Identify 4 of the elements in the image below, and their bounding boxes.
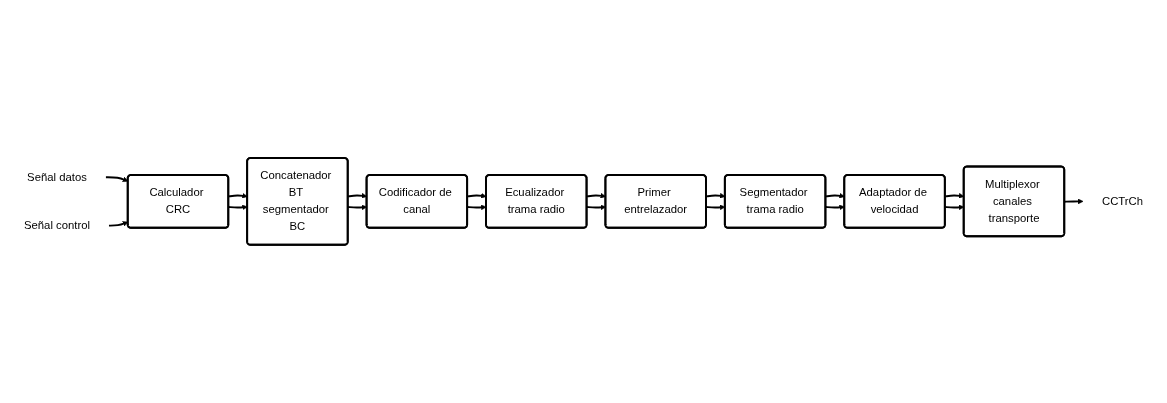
node-text: Señal datos <box>27 170 87 184</box>
node-text: CCTrCh <box>1101 194 1144 208</box>
node-text: Señal control <box>23 219 90 232</box>
arrow <box>107 221 129 227</box>
